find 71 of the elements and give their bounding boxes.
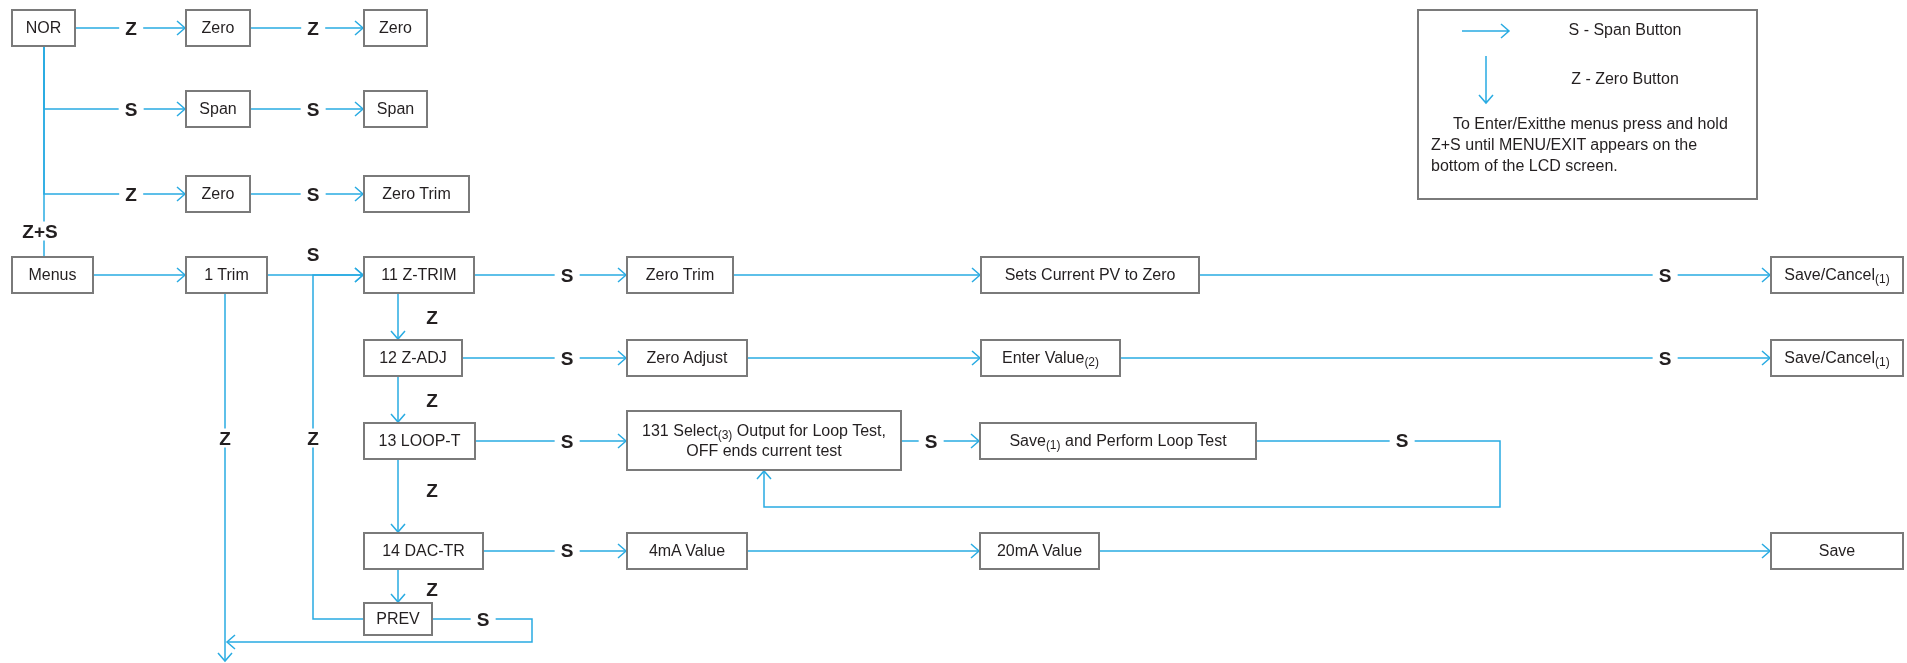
arrow — [390, 293, 406, 340]
menu-box — [185, 9, 251, 47]
box-text: Menus — [28, 265, 77, 285]
box-text: Enter Value$_{(2)}$ — [1001, 348, 1100, 368]
connector-line — [43, 46, 45, 257]
menu-box — [1770, 532, 1904, 570]
menu-box — [979, 532, 1100, 570]
arrow — [747, 350, 981, 366]
arrow — [1099, 543, 1771, 559]
box-text: Save/Cancel$_{(1)}$ — [1784, 348, 1890, 368]
menu-box — [363, 422, 476, 460]
box-text: Sets Current PV to Zero — [1004, 265, 1176, 285]
menu-box — [11, 256, 94, 294]
menu-box — [363, 256, 475, 294]
arrow — [226, 618, 533, 650]
arrow — [93, 267, 186, 283]
menu-box — [363, 9, 428, 47]
arrow — [75, 20, 186, 36]
box-text: 1 Trim — [204, 265, 249, 285]
box-text: Zero — [201, 18, 235, 38]
menu-box — [1770, 339, 1904, 377]
menu-box — [363, 532, 484, 570]
box-text: 20mA Value — [996, 541, 1083, 561]
box-text: 4mA Value — [648, 541, 726, 561]
arrow — [747, 543, 980, 559]
box-text: PREV — [376, 609, 420, 629]
box-text: NOR — [25, 18, 62, 38]
menu-box — [626, 339, 748, 377]
menu-box — [626, 256, 734, 294]
box-text: Zero — [201, 184, 235, 204]
box-text: Zero Adjust — [646, 348, 728, 368]
legend-text: Z - Zero Button — [1571, 69, 1679, 89]
menu-box — [1770, 256, 1904, 294]
menu-box — [185, 175, 251, 213]
arrow — [390, 569, 406, 603]
arrow — [390, 459, 406, 533]
box-text: Zero Trim — [645, 265, 715, 285]
menu-box — [11, 9, 76, 47]
box-text: 131 Select$_{(3)}$ Output for Loop Test, OFF ends current test — [641, 421, 887, 460]
menu-box — [980, 256, 1200, 294]
arrow — [217, 293, 233, 662]
box-text: 13 LOOP-T — [378, 431, 461, 451]
arrow — [756, 440, 1501, 508]
menu-box — [363, 90, 428, 128]
legend-text: S - Span Button — [1568, 20, 1682, 40]
arrow — [733, 267, 981, 283]
menu-box — [980, 339, 1121, 377]
menu-box — [363, 175, 470, 213]
menu-box — [185, 256, 268, 294]
box-text: Span — [199, 99, 237, 119]
arrow — [250, 20, 364, 36]
arrow — [390, 376, 406, 423]
menu-box — [185, 90, 251, 128]
box-text: 14 DAC-TR — [382, 541, 465, 561]
box-text: Save$_{(1)}$ and Perform Loop Test — [1009, 431, 1227, 451]
menu-box — [626, 532, 748, 570]
box-text: 11 Z-TRIM — [381, 265, 457, 285]
box-text: Zero Trim — [382, 184, 451, 204]
box-text: Save — [1818, 541, 1856, 561]
menu-box — [979, 422, 1257, 460]
menu-box — [363, 602, 433, 636]
arrow — [1120, 350, 1771, 366]
box-text: Save/Cancel$_{(1)}$ — [1784, 265, 1890, 285]
arrow — [312, 267, 364, 620]
menu-box — [626, 410, 902, 471]
box-text: Span — [376, 99, 415, 119]
note-text: To Enter/Exitthe menus press and hold Z+S until MENU/EXIT appears on the bottom of the LCD screen. — [1431, 114, 1729, 176]
box-text: Zero — [379, 18, 412, 38]
box-text: 12 Z-ADJ — [379, 348, 447, 368]
menu-box — [363, 339, 463, 377]
arrow — [1199, 267, 1771, 283]
